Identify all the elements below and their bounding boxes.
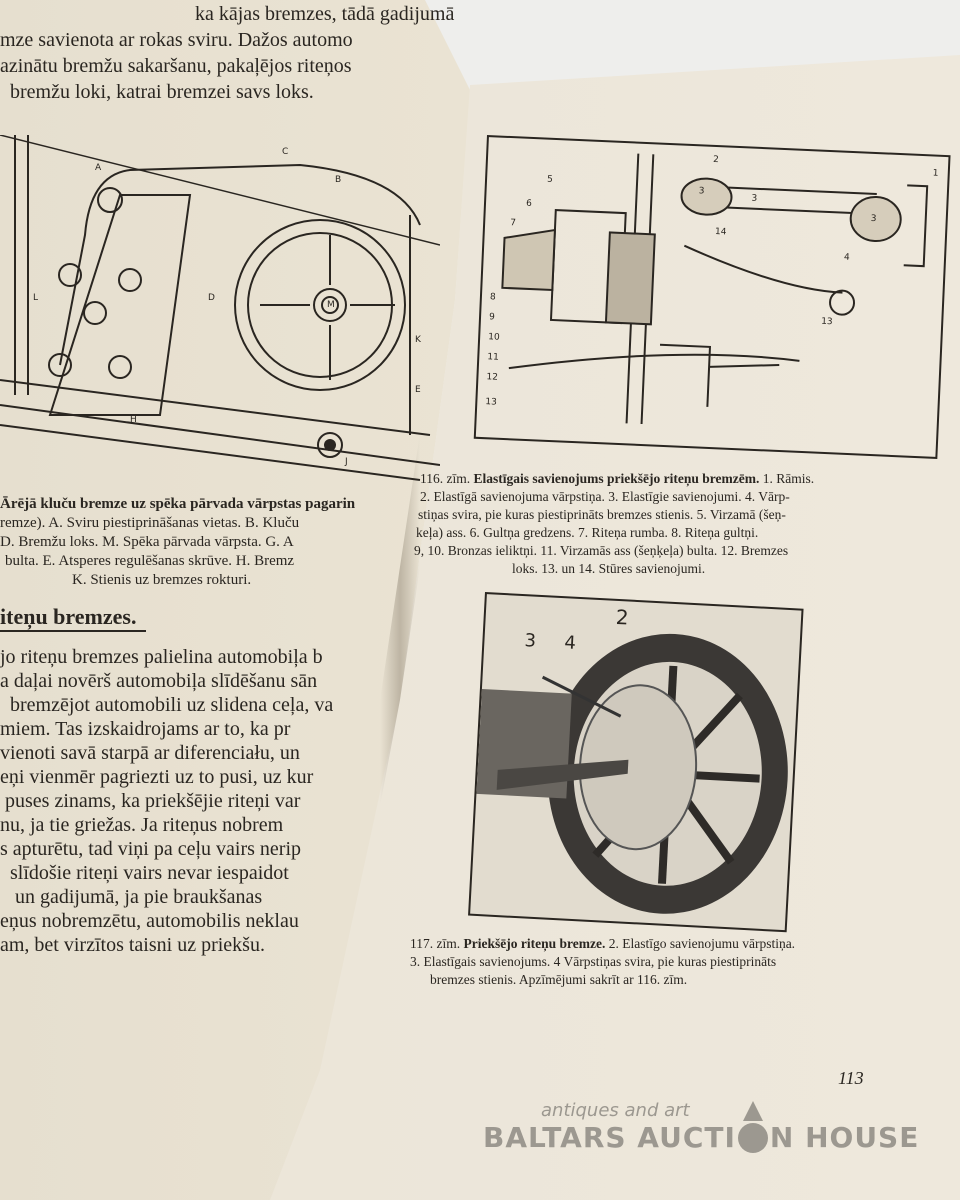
label-3: 3 [698, 186, 705, 197]
caption-line: keļa) ass. 6. Gultņa gredzens. 7. Riteņa… [416, 525, 759, 540]
text-line: nu, ja tie griežas. Ja riteņus nobrem [0, 814, 284, 836]
figure-number: 116. zīm. [420, 471, 471, 486]
band-brake-drawing [0, 134, 441, 481]
figure-number: 117. zīm. [410, 936, 461, 951]
watermark-name-end: N HOUSE [769, 1121, 920, 1154]
text-line: azinātu bremžu sakaršanu, pakaļējos rite… [0, 55, 352, 77]
caption-line: 117. zīm. Priekšējo riteņu bremze. 2. El… [410, 935, 795, 953]
crown-circle-icon [737, 1100, 768, 1153]
text-line: a daļai novērš automobiļa slīdēšanu sān [0, 670, 318, 692]
caption-line: loks. 13. un 14. Stūres savienojumi. [512, 561, 706, 576]
figure-title: Elastīgais savienojums priekšējo riteņu … [473, 471, 760, 486]
label-10: 10 [487, 332, 500, 343]
caption-line: D. Bremžu loks. M. Spēka pārvada vārpsta… [0, 534, 294, 550]
label-h: H [130, 415, 137, 425]
label-3c: 3 [870, 213, 877, 225]
caption-line: Ārējā kluču bremze uz spēka pārvada vārp… [0, 496, 356, 512]
label-11: 11 [487, 352, 499, 363]
label-2: 2 [615, 604, 630, 630]
caption-line: 3. Elastīgais savienojums. 4 Vārpstiņas … [410, 954, 777, 969]
caption-text: 1. Rāmis. [762, 471, 815, 486]
text-line: s apturētu, tad viņi pa ceļu vairs nerip [0, 838, 302, 860]
caption-line: 9, 10. Bronzas ieliktņi. 11. Virzamās as… [414, 543, 789, 558]
caption-line: stiņas svira, pie kuras piestiprināts br… [418, 507, 786, 522]
caption-line: K. Stienis uz bremzes rokturi. [72, 572, 252, 588]
label-3: 3 [523, 630, 537, 652]
label-5: 5 [546, 174, 554, 185]
label-l: L [33, 293, 39, 303]
label-e: E [415, 385, 421, 395]
label-k: K [415, 335, 421, 345]
label-7: 7 [509, 218, 517, 229]
caption-line: 2. Elastīgā savienojuma vārpstiņa. 3. El… [420, 489, 790, 504]
text-line: miem. Tas izskaidrojams ar to, ka pr [0, 718, 291, 740]
label-m: M [327, 300, 335, 310]
label-j: J [345, 457, 348, 467]
section-heading: iteņu bremzes. [0, 604, 147, 632]
label-14: 14 [714, 227, 727, 238]
label-a: A [95, 163, 102, 173]
figure-title: Priekšējo riteņu bremze. [463, 936, 606, 951]
figure-116-steering-joint: 1 2 3 3 3 4 5 6 7 8 9 10 11 12 13 13 14 [473, 135, 951, 459]
front-wheel-brake-image [476, 633, 788, 914]
text-line: vienoti savā starpā ar diferenciału, un [0, 742, 300, 764]
label-d: D [208, 293, 215, 303]
figure-117-front-brake-photo: 2 3 4 [468, 592, 804, 933]
label-6: 6 [525, 198, 532, 210]
label-3b: 3 [751, 193, 758, 204]
label-4: 4 [563, 632, 577, 654]
watermark-tagline: antiques and art [541, 1100, 690, 1121]
label-c: C [282, 147, 289, 157]
text-line: am, bet virzītos taisni uz priekšu. [0, 934, 265, 956]
text-line: ka kājas bremzes, tādā gadijumā [195, 3, 455, 25]
caption-line: bulta. E. Atsperes regulēšanas skrūve. H… [5, 553, 295, 569]
caption-text: 2. Elastīgo savienojumu vārpstiņa. [608, 936, 796, 951]
page-number: 113 [838, 1068, 864, 1088]
text-line: puses zinams, ka priekšējie riteņi var [5, 790, 301, 812]
text-line: eņus nobremzētu, automobilis neklau [0, 910, 299, 932]
caption-line: remze). A. Sviru piestiprināšanas vietas… [0, 515, 300, 531]
body-text: jo riteņu bremzes palielina automobiļa b… [0, 645, 395, 957]
label-13b: 13 [820, 316, 833, 328]
text-line: jo riteņu bremzes palielina automobiļa b [0, 646, 323, 668]
text-line: un gadijumā, ja pie braukšanas [15, 886, 263, 908]
text-line: mze savienota ar rokas sviru. Dažos auto… [0, 29, 353, 51]
label-13: 13 [485, 397, 498, 408]
watermark-name: BALTARS AUCTI [483, 1121, 736, 1154]
label-9: 9 [488, 312, 495, 323]
text-line: bremzējot automobili uz slidena ceļa, va [10, 694, 334, 716]
text-line: slīdošie riteņi vairs nevar iespaidot [10, 862, 289, 884]
watermark-logo: antiques and art BALTARS AUCTI N HOUSE [483, 1100, 919, 1154]
label-2: 2 [712, 154, 720, 166]
caption-line: bremzes stienis. Apzīmējumi sakrīt ar 11… [430, 972, 688, 987]
steering-joint-drawing [501, 153, 929, 425]
label-8: 8 [489, 292, 496, 303]
label-12: 12 [486, 372, 499, 383]
caption-line: 116. zīm. Elastīgais savienojums priekšē… [420, 470, 814, 488]
label-4: 4 [843, 252, 850, 263]
label-b: B [335, 175, 342, 185]
text-line: bremžu loki, katrai bremzei savs loks. [10, 81, 314, 103]
brake-diagram-figure: A B C D L M H J E K [0, 134, 441, 485]
text-line: eņi vienmēr pagriezti uz to pusi, uz kur [0, 766, 314, 788]
label-1: 1 [932, 168, 939, 179]
figure-caption: Ārējā kluču bremze uz spēka pārvada vārp… [0, 495, 395, 590]
